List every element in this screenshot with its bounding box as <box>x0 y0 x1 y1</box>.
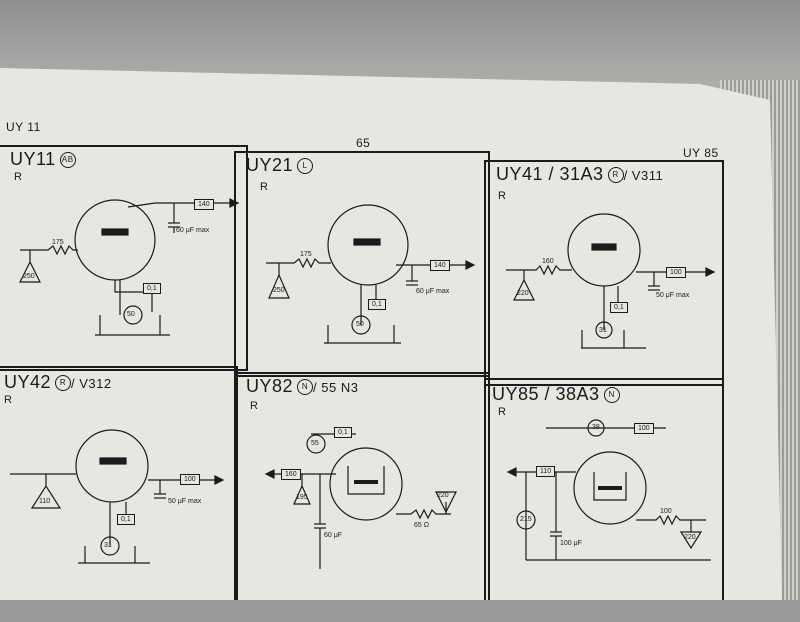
schematic-uy21 <box>266 204 476 344</box>
capacitor-label: 50 μF max <box>168 498 202 505</box>
badge-icon: N <box>603 387 620 404</box>
supply-label: 250 <box>23 273 35 280</box>
tube-class: R <box>260 181 268 193</box>
current-box: 0,1 <box>143 283 161 294</box>
supply-label: 220 <box>517 290 529 297</box>
meter-label: 31 <box>599 327 607 334</box>
schematic-uy11 <box>19 198 240 336</box>
meter-label: 50 <box>127 311 135 318</box>
badge-icon: R <box>607 167 624 184</box>
tube-suffix: / V311 <box>623 168 664 183</box>
resistor-label: 175 <box>300 251 312 258</box>
schematic-uy41 <box>506 213 716 349</box>
output-voltage-box: 140 <box>430 260 450 271</box>
schematic-uy85 <box>506 419 711 561</box>
output-voltage-box: 100 <box>666 267 686 278</box>
current-box: 110 <box>536 466 556 477</box>
badge-icon: L <box>297 158 314 175</box>
resistor-label: 160 <box>542 258 554 265</box>
resistor-label: 100 <box>660 508 672 515</box>
badge-icon: AB <box>59 152 76 169</box>
badge-icon: N <box>297 379 314 396</box>
tube-class: R <box>14 171 22 183</box>
supply2-label: 220 <box>437 492 449 499</box>
resistor-label: 65 Ω <box>414 522 429 529</box>
meter-label: 38 <box>592 424 600 431</box>
capacitor-label: 50 μF max <box>656 292 690 299</box>
current-box: 0,1 <box>610 302 628 313</box>
schematic-uy82 <box>264 433 457 569</box>
capacitor-label: 60 μF max <box>176 227 210 234</box>
capacitor-label: 100 μF <box>560 540 582 547</box>
meter-label: 31 <box>104 542 112 549</box>
badge-icon: R <box>55 375 72 392</box>
tube-suffix: / 55 N3 <box>313 380 359 395</box>
capacitor-label: 60 μF max <box>416 288 450 295</box>
meter-label: 50 <box>356 321 364 328</box>
meter-label: 55 <box>311 440 319 447</box>
supply-label: 110 <box>39 498 51 505</box>
supply-label: 195 <box>296 494 308 501</box>
page-number: 65 <box>356 136 371 150</box>
output-voltage-box: 160 <box>281 469 301 480</box>
current-box: 0,1 <box>368 299 386 310</box>
tube-class: R <box>498 190 506 202</box>
output-voltage-box: 100 <box>634 423 654 434</box>
capacitor-label: 60 μF <box>324 532 343 539</box>
tube-class: R <box>498 406 506 418</box>
header-right: UY 85 <box>683 146 719 160</box>
current-box: 0,1 <box>117 514 135 525</box>
header-left: UY 11 <box>6 120 41 134</box>
tube-class: R <box>250 400 258 412</box>
capacitor2-label: 215 <box>520 516 532 523</box>
schematic-uy42 <box>10 429 225 564</box>
tube-class: R <box>4 394 12 406</box>
supply-label: 250 <box>273 287 285 294</box>
supply-label: 220 <box>684 534 696 541</box>
output-voltage-box: 140 <box>194 199 214 210</box>
current-box: 0,1 <box>334 427 352 438</box>
tube-suffix: / V312 <box>71 376 112 391</box>
resistor-label: 175 <box>52 239 64 246</box>
output-voltage-box: 100 <box>180 474 200 485</box>
